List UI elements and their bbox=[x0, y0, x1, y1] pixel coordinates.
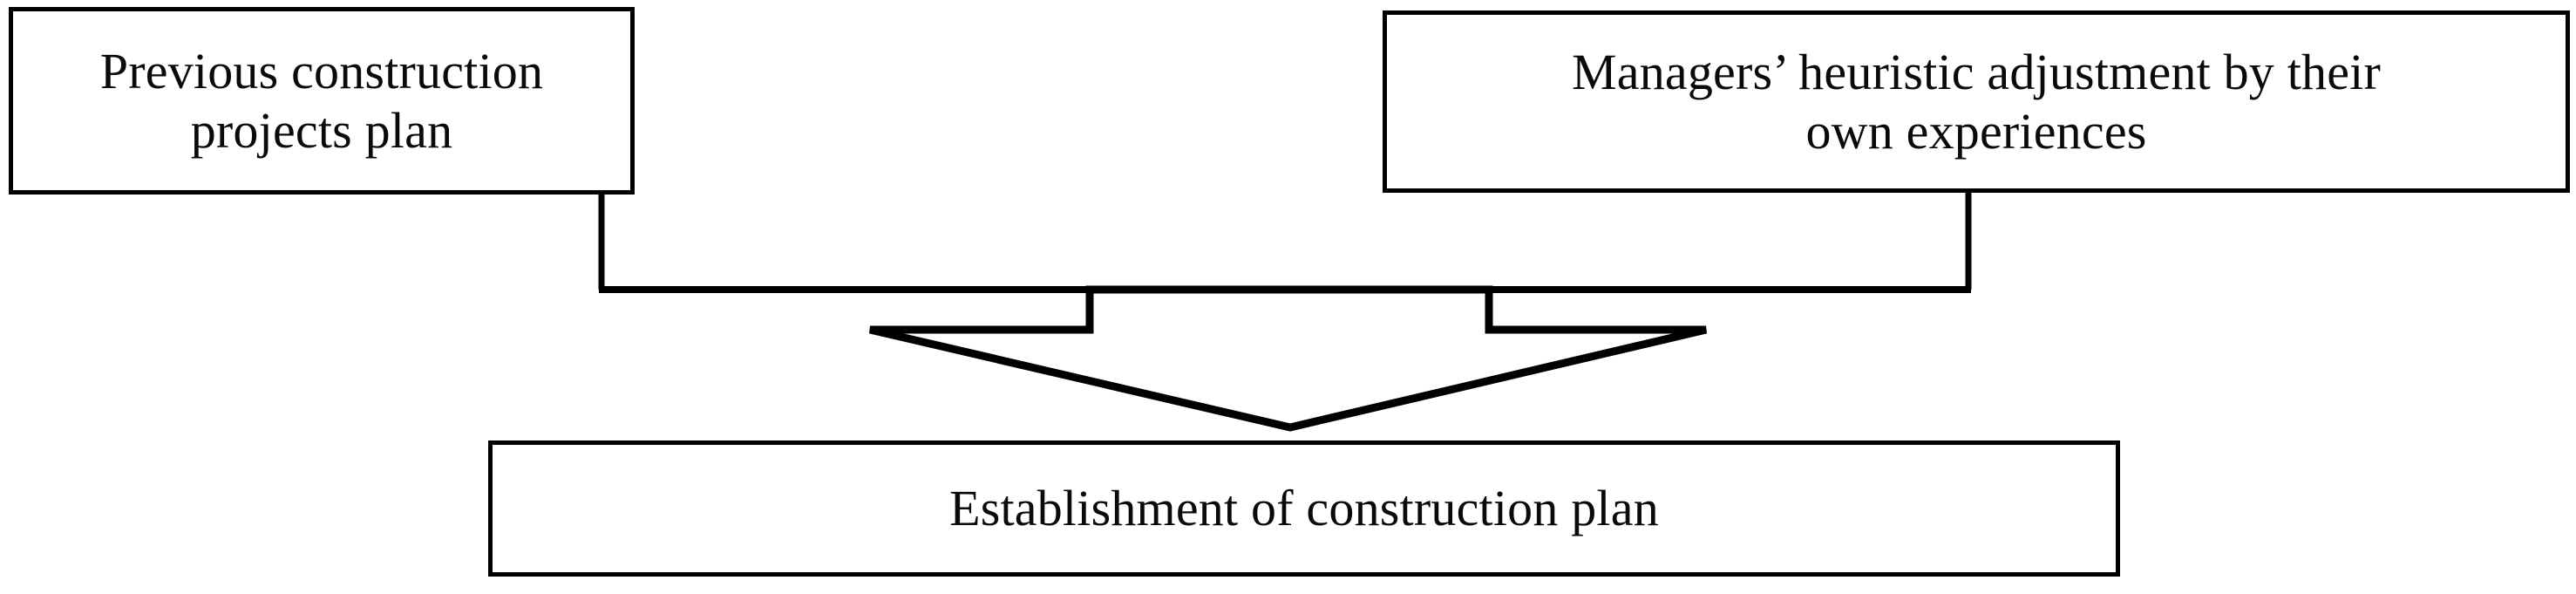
merge-connector-lines bbox=[598, 190, 1972, 293]
node-label-manager-adjustment: Managers’ heuristic adjustment by their … bbox=[1571, 44, 2381, 160]
node-managers-heuristic-adjustment[interactable]: Managers’ heuristic adjustment by their … bbox=[1383, 10, 2570, 193]
node-label-establishment: Establishment of construction plan bbox=[949, 480, 1659, 537]
down-arrow-icon bbox=[868, 285, 1708, 432]
node-label-previous-plan: Previous construction projects plan bbox=[99, 43, 544, 159]
node-establishment-of-construction-plan[interactable]: Establishment of construction plan bbox=[488, 440, 2120, 577]
node-previous-construction-projects-plan[interactable]: Previous construction projects plan bbox=[9, 7, 635, 195]
